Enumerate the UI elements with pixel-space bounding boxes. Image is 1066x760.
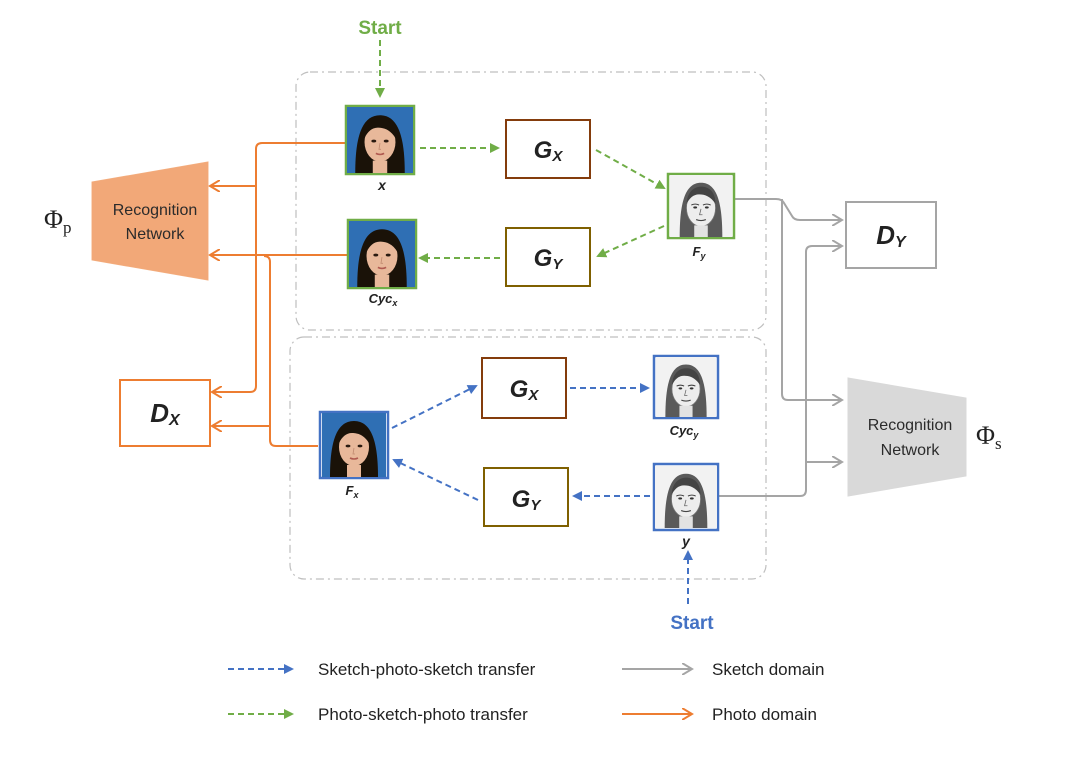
- image-fy: Fy: [666, 172, 736, 261]
- gx-top-sub: X: [551, 148, 563, 165]
- svg-text:Φp: Φp: [44, 205, 72, 237]
- dy-sub: Y: [895, 234, 907, 251]
- phi-s-symbol: Φ: [976, 421, 995, 450]
- fx-to-dx-connector: [263, 255, 318, 447]
- label-fx-sub: x: [352, 490, 359, 500]
- svg-text:Fy: Fy: [693, 244, 707, 261]
- discriminator-dx: DX: [119, 379, 211, 447]
- legend-blue-dashed-label: Sketch-photo-sketch transfer: [318, 660, 536, 679]
- dx-main: D: [150, 398, 169, 428]
- legend-orange-solid-label: Photo domain: [712, 705, 817, 724]
- svg-text:GY: GY: [534, 245, 565, 273]
- y-to-dy-connector: [718, 246, 842, 497]
- dx-sub: X: [168, 412, 181, 429]
- recognition-left-line2: Network: [126, 226, 186, 243]
- legend: Sketch-photo-sketch transfer Photo-sketc…: [228, 660, 824, 724]
- label-cycx-main: Cyc: [369, 291, 394, 306]
- gy-bottom-sub: Y: [530, 497, 542, 514]
- sketch-photo-sketch-transfer: [391, 383, 693, 604]
- photo-sketch-photo-transfer: [375, 40, 666, 263]
- gy-top-sub: Y: [552, 256, 564, 273]
- dy-main: D: [876, 220, 895, 250]
- recognition-left-line1: Recognition: [113, 202, 198, 219]
- photo-domain-connections: [210, 142, 348, 447]
- label-fy-sub: y: [699, 251, 706, 261]
- sketch-domain-connections: [718, 198, 842, 497]
- gx-to-fy-arrow: [595, 149, 666, 189]
- recognition-network-photo: Recognition Network: [91, 161, 209, 281]
- start-bottom-label: Start: [670, 613, 714, 634]
- phi-p-symbol: Φ: [44, 205, 63, 234]
- gy-top-main: G: [534, 245, 553, 272]
- fy-to-gy-arrow: [596, 225, 665, 258]
- fy-to-recognition-right-connector: [781, 199, 842, 400]
- legend-gray-solid-label: Sketch domain: [712, 660, 824, 679]
- image-cycy: Cycy: [652, 354, 720, 440]
- svg-text:DY: DY: [876, 220, 907, 251]
- phi-p-sub: p: [63, 218, 72, 237]
- svg-text:DX: DX: [150, 398, 181, 429]
- image-cycx: Cycx: [346, 218, 418, 308]
- generator-gx-bottom: GX: [481, 357, 567, 419]
- bottom-group-container: [289, 336, 767, 580]
- discriminator-dy: DY: [845, 201, 937, 269]
- gy-to-fx-arrow: [392, 458, 479, 501]
- gx-top-main: G: [534, 137, 553, 164]
- fx-to-gx-arrow: [391, 385, 478, 429]
- legend-green-dashed-label: Photo-sketch-photo transfer: [318, 705, 528, 724]
- svg-text:GX: GX: [534, 137, 564, 165]
- generator-gy-top: GY: [505, 227, 591, 287]
- fy-to-dy-connector: [734, 198, 842, 220]
- svg-text:GX: GX: [510, 376, 540, 404]
- label-cycx-sub: x: [391, 298, 398, 308]
- image-y: y: [652, 462, 720, 549]
- x-to-dx-connector: [212, 142, 346, 392]
- image-fx: Fx: [318, 410, 390, 500]
- gx-bottom-sub: X: [527, 387, 539, 404]
- gy-bottom-main: G: [512, 486, 531, 513]
- label-fy-main: F: [693, 244, 702, 259]
- label-x: x: [377, 177, 387, 193]
- start-top-label: Start: [358, 18, 402, 39]
- svg-text:Fx: Fx: [346, 483, 360, 500]
- label-y: y: [681, 533, 691, 549]
- svg-text:GY: GY: [512, 486, 543, 514]
- gx-bottom-main: G: [510, 376, 529, 403]
- recognition-right-line1: Recognition: [868, 417, 953, 434]
- label-cycy-sub: y: [692, 430, 699, 440]
- generator-gx-top: GX: [505, 119, 591, 179]
- label-fx-main: F: [346, 483, 355, 498]
- generator-gy-bottom: GY: [483, 467, 569, 527]
- recognition-network-sketch: Recognition Network: [847, 377, 967, 497]
- label-cycy-main: Cyc: [670, 423, 695, 438]
- phi-s-sub: s: [995, 434, 1002, 453]
- svg-text:Φs: Φs: [976, 421, 1002, 453]
- svg-text:Cycx: Cycx: [369, 291, 399, 308]
- recognition-right-line2: Network: [881, 442, 941, 459]
- svg-text:Cycy: Cycy: [670, 423, 700, 440]
- top-group-container: [295, 71, 767, 331]
- image-x: x: [344, 104, 416, 193]
